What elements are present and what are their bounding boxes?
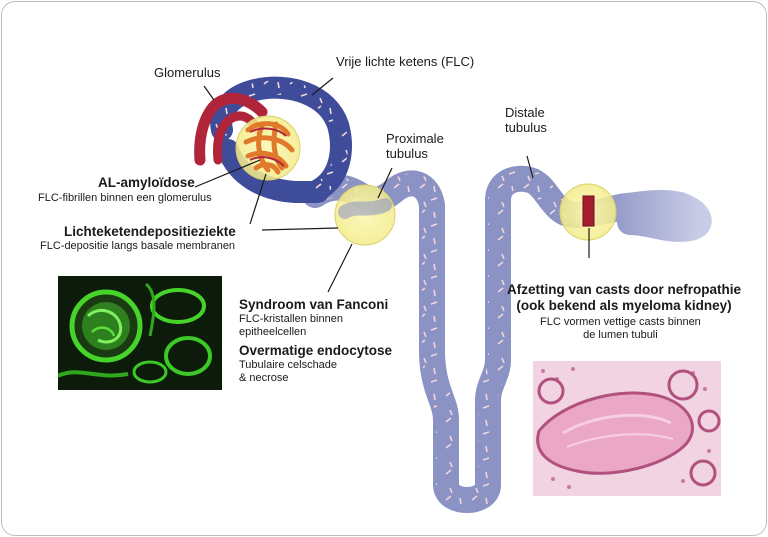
label-endo-sub: Tubulaire celschade & necrose — [239, 359, 338, 384]
label-fanconi-title: Syndroom van Fanconi — [239, 297, 389, 312]
label-flc: Vrije lichte ketens (FLC) — [336, 54, 475, 69]
histology-photo — [533, 361, 721, 496]
label-al-title: AL-amyloïdose — [98, 175, 195, 190]
label-lc-sub: FLC-depositie langs basale membranen — [40, 240, 236, 252]
leader-lines — [194, 77, 590, 293]
afferent-vessel — [194, 92, 268, 166]
distal-tail — [587, 189, 712, 242]
label-al-sub: FLC-fibrillen binnen een glomerulus — [38, 192, 212, 204]
label-cast-sub: FLC vormen vettige casts binnen de lumen… — [540, 316, 701, 341]
label-lc-title: Lichteketendepositieziekte — [64, 224, 236, 239]
glomerulus-tuft — [243, 121, 295, 175]
label-endo-title: Overmatige endocytose — [239, 343, 393, 358]
immunofluorescence-photo — [58, 276, 222, 390]
label-cast-title: Afzetting van casts door nefropathie (oo… — [507, 282, 742, 313]
bowmans-capsule-lower — [217, 139, 329, 203]
label-glomerulus: Glomerulus — [154, 65, 221, 80]
cast — [582, 195, 595, 227]
label-fanconi-sub: FLC-kristallen binnen epitheelcellen — [239, 313, 343, 338]
label-proximal: Proximale tubulus — [386, 131, 444, 161]
label-distal: Distale tubulus — [505, 105, 547, 135]
